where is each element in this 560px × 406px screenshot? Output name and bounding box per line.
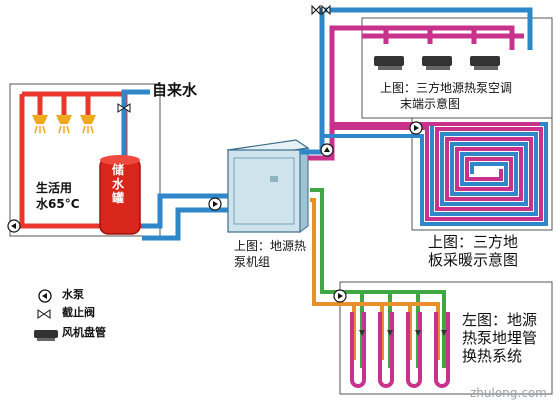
legend-fan-coil-label: 风机盘管: [62, 326, 106, 339]
pump-icon: [7, 121, 423, 303]
unit-caption-line-2: 泵机组: [234, 255, 271, 269]
floor-caption-line-2: 板采暖示意图: [428, 251, 519, 269]
shower-heads: [32, 115, 96, 134]
floor-return-pipe: [332, 122, 543, 221]
ac-caption-line-1: 上图：三方地源热泵空调: [380, 81, 513, 95]
domestic-water-label: 生活用: [36, 181, 73, 195]
legend-valve-label: 截止阀: [62, 306, 95, 319]
legend-fan-coil-icon: [34, 330, 58, 341]
floor-supply-pipe: [324, 122, 548, 226]
fan-coil-units: [374, 56, 500, 70]
water-tank: [99, 155, 141, 235]
ground-loops: [350, 312, 450, 388]
legend-pump-label: 水泵: [62, 288, 84, 301]
ground-caption-line-3: 换热系统: [462, 347, 523, 365]
tank-label: 储水罐: [112, 163, 125, 205]
ground-caption-line-1: 左图：地源: [462, 311, 538, 329]
tap-water-pipe: [121, 89, 230, 241]
valve-icon: [117, 4, 331, 113]
temperature-label: 水65°C: [36, 197, 80, 211]
legend-valve-icon: [37, 309, 51, 319]
flow-arrows: [359, 330, 447, 336]
legend-pump-icon: [38, 289, 52, 303]
ac-caption-line-2: 末端示意图: [400, 97, 461, 111]
watermark: zhulong.com: [470, 386, 547, 400]
unit-caption-line-1: 上图：地源热: [234, 239, 307, 253]
tap-water-label: 自来水: [152, 81, 198, 99]
ac-return-pipes: [308, 25, 524, 161]
ground-caption-line-2: 热泵地埋管: [462, 329, 538, 347]
floor-caption-line-1: 上图：三方地: [428, 233, 519, 251]
heat-pump-unit: [226, 139, 310, 233]
